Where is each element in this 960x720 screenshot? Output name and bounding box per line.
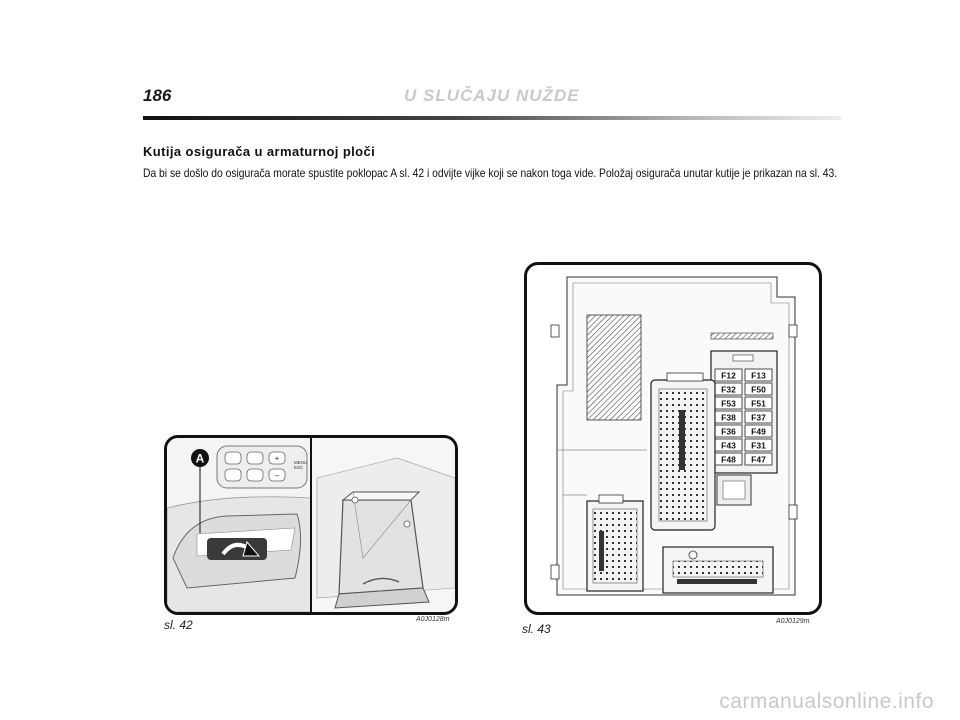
section-heading: Kutija osigurača u armaturnoj ploči: [143, 144, 376, 159]
callout-a-label: A: [196, 452, 205, 466]
fuse-label-f37: F37: [751, 413, 766, 423]
fuse-label-f47: F47: [751, 455, 766, 465]
panel-menu-label: MENU: [294, 460, 307, 465]
callout-a-marker: [191, 449, 209, 467]
fuse-slot-f37: [744, 410, 773, 424]
fuse-label-f13: F13: [751, 371, 766, 381]
fuse-label-f53: F53: [721, 399, 736, 409]
fuse-label-f43: F43: [721, 441, 736, 451]
figure-42-illustration: + – MENU ESC A: [167, 438, 455, 612]
fuse-slot-f31: [744, 438, 773, 452]
panel-plus-label: +: [275, 454, 280, 463]
fuse-label-f49: F49: [751, 427, 766, 437]
figure-42-caption: sl. 42: [164, 618, 193, 632]
fuse-slot-f12: [714, 368, 743, 382]
figure-42-code: A0J0128m: [416, 616, 450, 623]
fuse-label-f48: F48: [721, 455, 736, 465]
fuse-slot-f50: [744, 382, 773, 396]
watermark: carmanualsonline.info: [719, 690, 934, 713]
figure-43-caption: sl. 43: [522, 622, 551, 636]
fuse-slot-f51: [744, 396, 773, 410]
page-number: 186: [143, 86, 172, 105]
figure-42-glovebox: + – MENU ESC A: [164, 435, 458, 615]
panel-minus-label: –: [275, 471, 280, 480]
fuse-label-f36: F36: [721, 427, 736, 437]
fuse-label-f31: F31: [751, 441, 766, 451]
header-rule: [143, 116, 841, 120]
fuse-label-f38: F38: [721, 413, 736, 423]
fuse-label-f51: F51: [751, 399, 766, 409]
fuse-slot-f47: [744, 452, 773, 466]
panel-esc-label: ESC: [294, 465, 304, 470]
figure-43-code: A0J0129m: [776, 618, 810, 625]
fuse-slot-f13: [744, 368, 773, 382]
fuse-label-f32: F32: [721, 385, 736, 395]
section-title: U SLUČAJU NUŽDE: [404, 86, 580, 105]
fuse-label-f50: F50: [751, 385, 766, 395]
fuse-label-f12: F12: [721, 371, 736, 381]
fuse-slot-f49: [744, 424, 773, 438]
body-paragraph: Da bi se došlo do osigurača morate spust…: [143, 166, 838, 180]
